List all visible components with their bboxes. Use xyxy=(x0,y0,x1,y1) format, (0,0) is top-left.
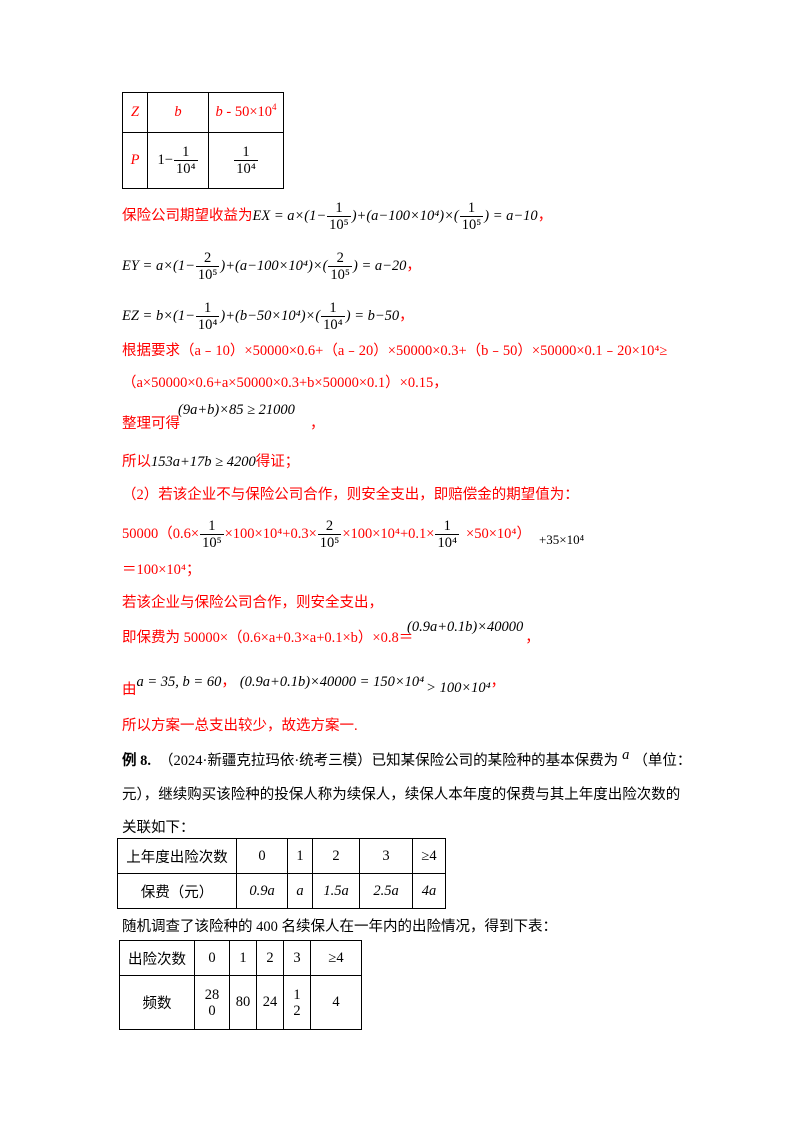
table-cell: 80 xyxy=(229,975,257,1030)
prove-line: 所以153a+17b ≥ 4200得证； xyxy=(122,454,300,470)
table-cell: 2 xyxy=(312,838,360,874)
part2-heading: （2）若该企业不与保险公司合作，则安全支出，即赔偿金的期望值为： xyxy=(122,487,579,503)
table-cell: 4a xyxy=(412,873,446,909)
table-cell: 2.5a xyxy=(359,873,413,909)
result-line-1: ＝100×10⁴； xyxy=(122,562,201,578)
premium-line: 即保费为 50000×（0.6×a+0.3×a+0.1×b）×0.8＝， xyxy=(122,630,540,646)
table-cell: b - 50×104 xyxy=(208,92,284,133)
requirement-line-1: 根据要求（a﹣10）×50000×0.6+（a﹣20）×50000×0.3+（b… xyxy=(122,343,668,359)
survey-text: 随机调查了该险种的 400 名续保人在一年内的出险情况，得到下表： xyxy=(122,919,557,935)
substitution-line: 由a = 35, b = 60，(0.9a+0.1b)×40000 = 150×… xyxy=(122,674,506,698)
table-cell: 2 xyxy=(256,940,284,976)
table-cell: 出险次数 xyxy=(119,940,195,976)
cooperation-line: 若该企业与保险公司合作，则安全支出， xyxy=(122,595,383,611)
table-cell: ≥4 xyxy=(310,940,362,976)
table-cell: b xyxy=(147,92,209,133)
table-cell: Z xyxy=(122,92,148,133)
table-cell: 0 xyxy=(194,940,230,976)
example-8-line-3: 关联如下： xyxy=(122,820,195,836)
table-cell: P xyxy=(122,132,148,189)
requirement-line-2: （a×50000×0.6+a×50000×0.3+b×50000×0.1）×0.… xyxy=(122,375,448,391)
premium-formula: (0.9a+0.1b)×40000 xyxy=(407,619,524,635)
table-cell: 1.5a xyxy=(312,873,360,909)
table-cell: a xyxy=(287,873,313,909)
table-cell: 上年度出险次数 xyxy=(117,838,237,874)
table-cell: 24 xyxy=(256,975,284,1030)
premium-table: 上年度出险次数 0 1 2 3 ≥4 保费（元） 0.9a a 1.5a 2.5… xyxy=(117,838,446,909)
table-cell: 1 xyxy=(229,940,257,976)
table-cell: 1 xyxy=(287,838,313,874)
table-cell: 0 xyxy=(236,838,288,874)
table-cell: 频数 xyxy=(119,975,195,1030)
table-cell: 保费（元） xyxy=(117,873,237,909)
simplify-formula: (9a+b)×85 ≥ 21000 xyxy=(178,402,295,418)
conclusion-line: 所以方案一总支出较少，故选方案一. xyxy=(122,718,358,734)
example-8-line-2: 元），继续购买该险种的投保人称为续保人，续保人本年度的保费与其上年度出险次数的 xyxy=(122,787,681,803)
table-cell: ≥4 xyxy=(412,838,446,874)
table-cell: 4 xyxy=(310,975,362,1030)
table-cell: 3 xyxy=(359,838,413,874)
table-cell: 3 xyxy=(283,940,311,976)
table-cell: 0.9a xyxy=(236,873,288,909)
simplify-label: 整理可得， xyxy=(122,416,325,432)
